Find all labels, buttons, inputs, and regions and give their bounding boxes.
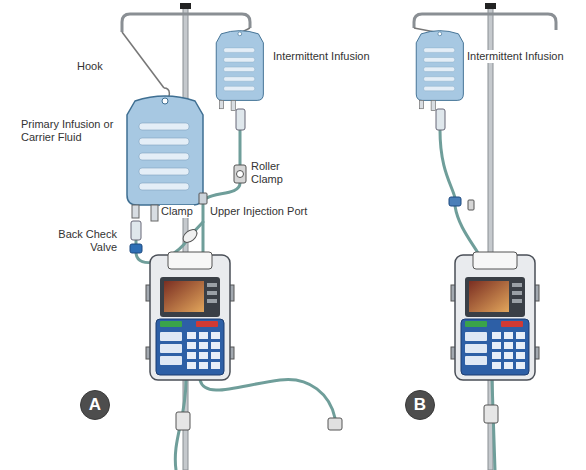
infusion-pump: [146, 252, 234, 380]
part-label: Primary Infusion or Carrier Fluid: [20, 118, 118, 144]
tube-parts-part: [449, 197, 461, 206]
part-label: Back Check Valve: [46, 228, 118, 254]
tube-parts-part: [130, 244, 142, 253]
iv-pole-part: [414, 14, 490, 28]
iv-bag-part: [127, 96, 203, 221]
iv-pole-part: [490, 14, 556, 30]
tubing-part: [440, 130, 455, 198]
infusion-pump-part: [451, 252, 539, 380]
panel-badge: A: [80, 390, 110, 420]
infusion-pump-part: [146, 252, 234, 380]
part-label: Intermittent Infusion: [466, 50, 565, 63]
tube-parts-part: [484, 405, 498, 423]
tubing-part: [492, 380, 495, 470]
tubing-part: [239, 130, 242, 165]
tubing: [136, 130, 335, 470]
tube-parts-part: [181, 227, 200, 245]
tube-parts-part: [199, 193, 207, 204]
part-label: Intermittent Infusion: [272, 50, 371, 63]
iv-pole-part: [186, 14, 250, 28]
tube-parts-part: [468, 200, 474, 210]
tube-parts-part: [236, 109, 245, 130]
tube-parts-part: [176, 412, 190, 430]
part-label: Roller Clamp: [250, 160, 296, 186]
tubing-part: [202, 203, 205, 253]
panel-letter: A: [89, 396, 101, 414]
iv-pole-part: [485, 3, 496, 9]
panel-letter: B: [414, 396, 426, 414]
iv-bag: [127, 31, 263, 221]
tube-parts-part: [234, 165, 246, 183]
hanger-part: [122, 32, 164, 88]
infusion-pump: [451, 252, 539, 380]
iv-pole: [414, 3, 556, 470]
tube-parts-part: [237, 171, 244, 178]
iv-bag-part: [216, 31, 263, 111]
part-label: Upper Injection Port: [209, 205, 308, 218]
tube-parts-part: [328, 418, 342, 430]
tube-parts-part: [436, 109, 445, 130]
panel-badge: B: [405, 390, 435, 420]
tubing-part: [455, 206, 478, 253]
iv-pole-part: [122, 14, 186, 32]
iv-bag-part: [416, 31, 463, 111]
iv-bag: [416, 31, 463, 111]
part-label: Clamp: [160, 205, 194, 218]
tube-parts-part: [131, 221, 141, 240]
tubing-part: [200, 379, 335, 418]
part-label: Hook: [76, 60, 104, 73]
tubing-part: [207, 183, 240, 198]
iv-pole-part: [180, 3, 191, 9]
tube-parts: [130, 109, 342, 430]
